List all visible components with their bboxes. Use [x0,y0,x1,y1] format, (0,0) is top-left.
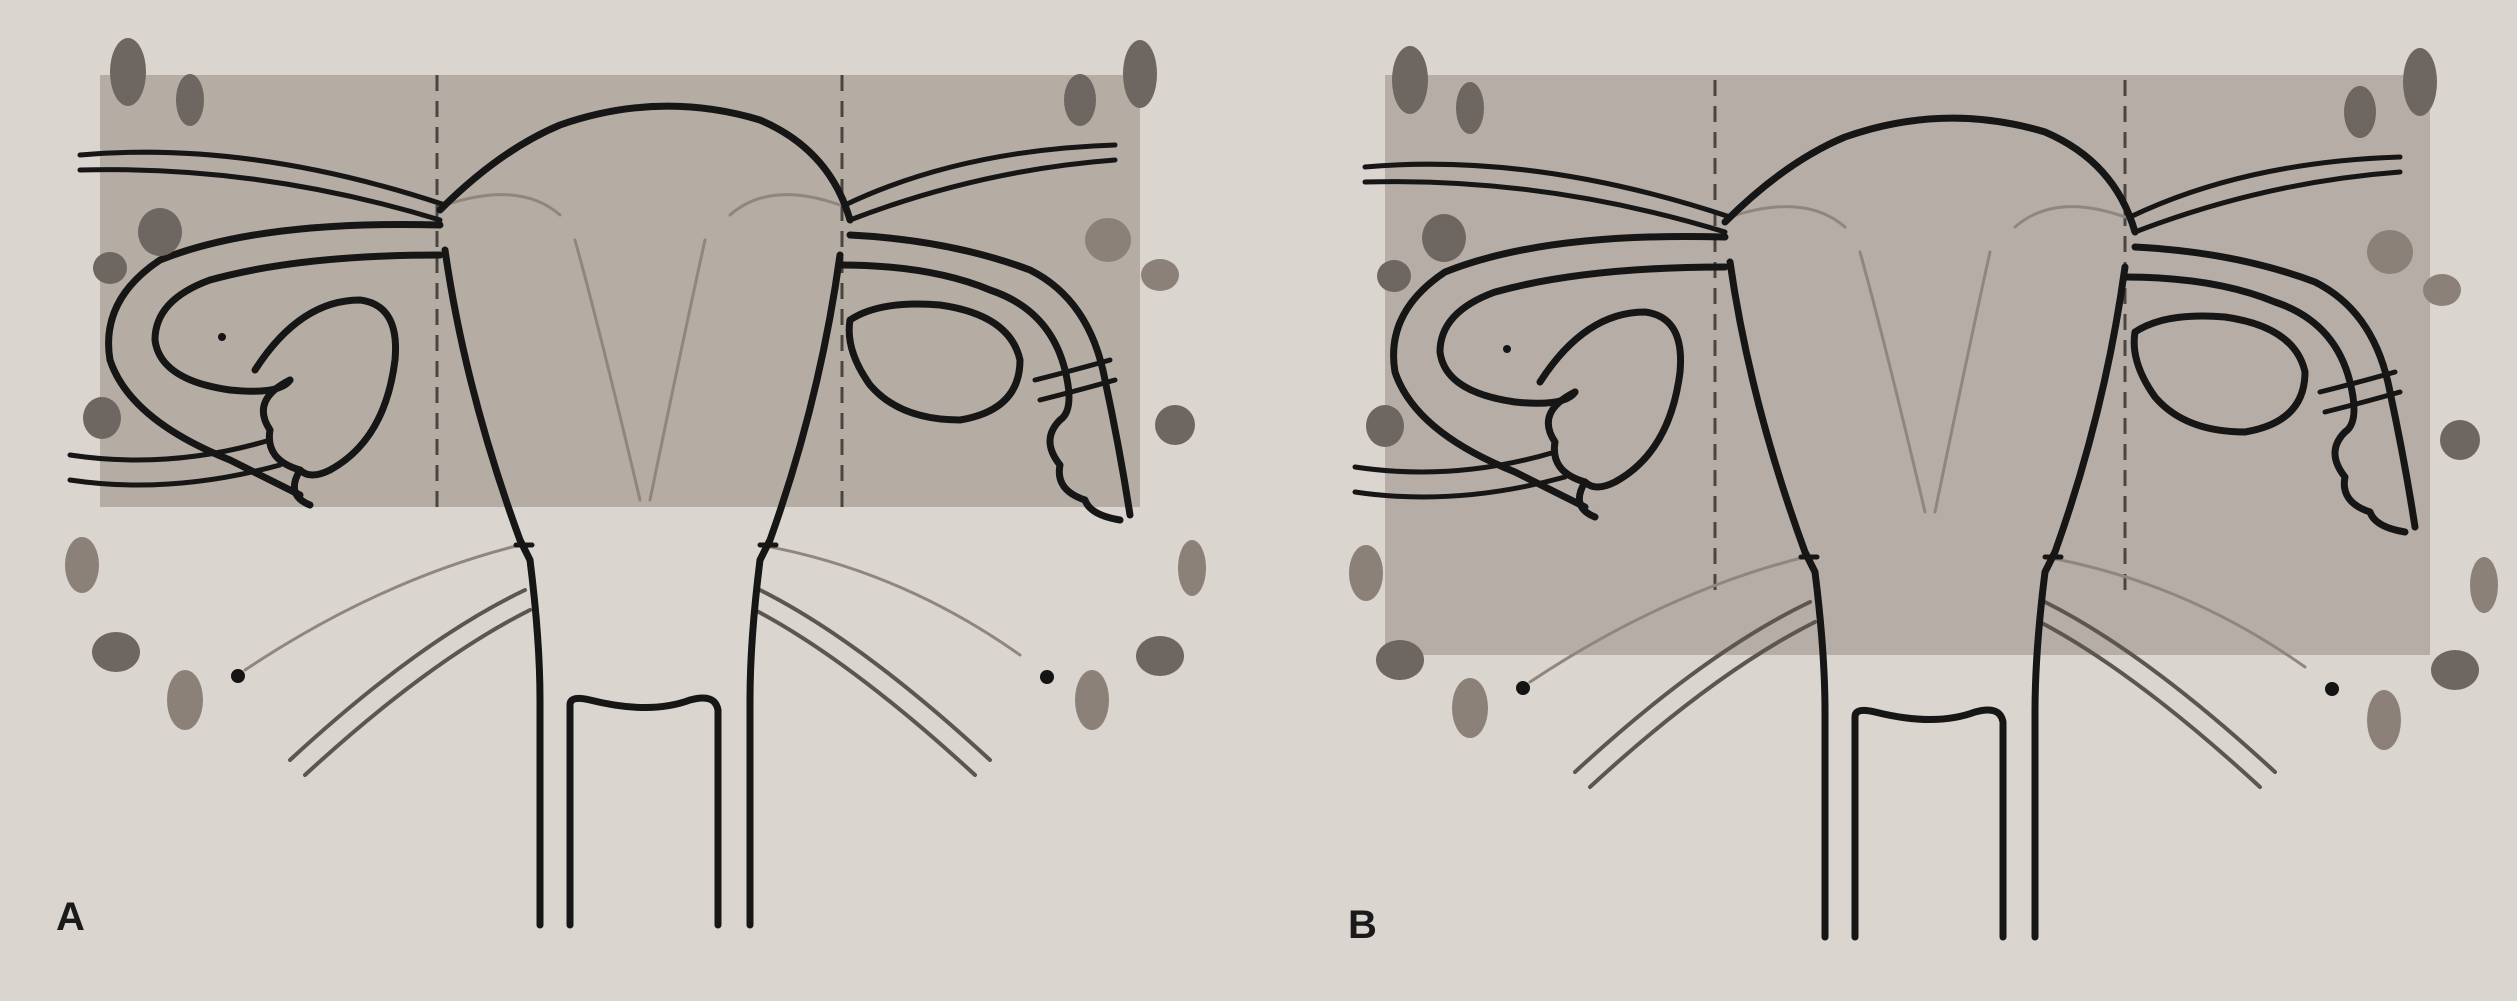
treatment-field-b [1385,75,2430,655]
panel-b: B [1348,46,2498,947]
panel-a: A [56,38,1206,939]
panel-label-a: A [56,895,85,939]
panel-label-b: B [1348,903,1377,947]
